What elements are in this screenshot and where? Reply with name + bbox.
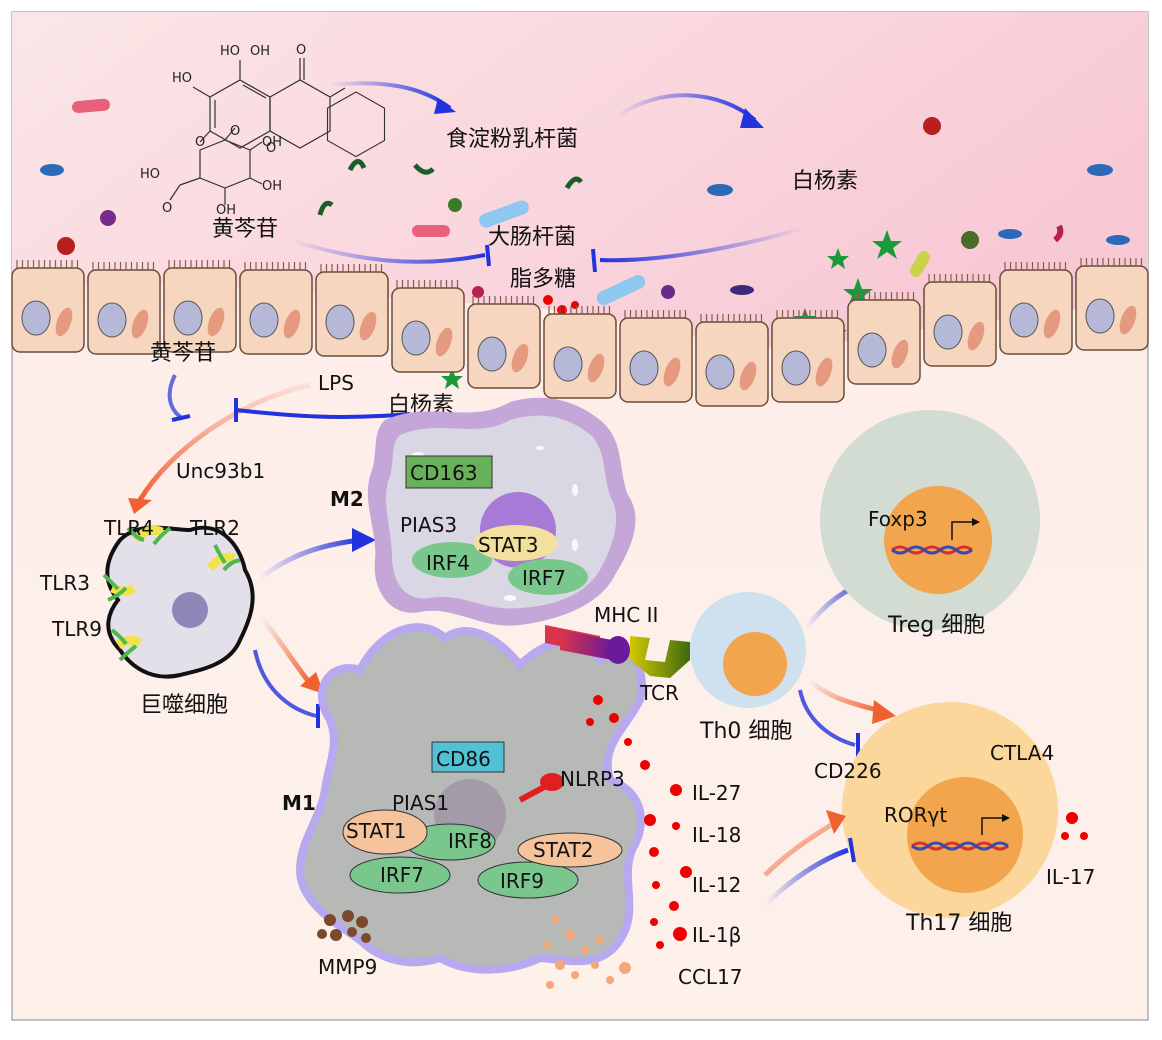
epithelial-cell — [467, 296, 541, 389]
epithelial-cell — [923, 274, 997, 367]
label-treg: Treg 细胞 — [887, 613, 985, 638]
epithelial-cell — [391, 280, 465, 373]
label-stat1: STAT1 — [346, 819, 406, 843]
cytokine-label: IL-12 — [692, 873, 741, 897]
label-ctla4: CTLA4 — [990, 741, 1054, 765]
chem-ringo: O — [266, 141, 276, 156]
epithelial-cell — [11, 260, 85, 353]
chem-ho2: HO — [172, 71, 192, 86]
label-pias3: PIAS3 — [400, 513, 457, 537]
label-ecoli: 大肠杆菌 — [488, 225, 576, 250]
label-irf9: IRF9 — [500, 869, 544, 893]
label-m1: M1 — [282, 791, 316, 815]
epithelial-cell — [771, 310, 845, 403]
chem-o: O — [296, 43, 306, 58]
label-stat2: STAT2 — [533, 838, 593, 862]
cytokine-label: CCL17 — [678, 965, 743, 989]
label-macrophage: 巨噬细胞 — [140, 693, 228, 718]
epithelial-cell — [847, 292, 921, 385]
mhc-tcr — [545, 625, 690, 678]
arrow-lactobacillus-to-chrysin — [613, 93, 757, 122]
label-lps: LPS — [318, 371, 354, 395]
label-rorgt: RORγt — [884, 803, 947, 827]
chem-oh-s1: OH — [262, 135, 282, 150]
epithelial-cell — [543, 306, 617, 399]
epithelial-cell — [695, 314, 769, 407]
m1-macrophage — [295, 623, 646, 989]
label-mmp9: MMP9 — [318, 955, 377, 979]
label-th17: Th17 细胞 — [905, 911, 1012, 936]
chem-ho-acid: HO — [140, 167, 160, 182]
chem-oh-s2: OH — [262, 179, 282, 194]
label-chrysin: 白杨素 — [792, 169, 858, 194]
label-lactobacillus: 食淀粉乳杆菌 — [446, 127, 578, 152]
label-irf7-m2: IRF7 — [522, 566, 566, 590]
label-cd163: CD163 — [410, 461, 478, 485]
label-lps-cn: 脂多糖 — [510, 267, 576, 292]
arrow-lps-to-macrophage — [137, 382, 311, 502]
label-baicalin-2: 黄芩苷 — [150, 341, 216, 366]
label-nlrp3: NLRP3 — [560, 767, 625, 791]
label-tlr3: TLR3 — [39, 571, 90, 595]
label-irf7-m1: IRF7 — [380, 863, 424, 887]
label-cd226: CD226 — [814, 759, 882, 783]
intestinal-epithelium — [11, 258, 1149, 407]
label-tcr: TCR — [639, 681, 679, 705]
chem-o-acid: O — [162, 201, 172, 216]
epithelial-cell — [239, 262, 313, 355]
label-unc93b1: Unc93b1 — [176, 459, 265, 483]
th0-cell — [690, 592, 806, 708]
macrophage — [102, 525, 255, 679]
epithelial-cell — [999, 262, 1073, 355]
cytokine-label: IL-1β — [692, 923, 741, 947]
label-m2: M2 — [330, 487, 364, 511]
epithelial-cell — [1075, 258, 1149, 351]
bacteria-decor — [40, 98, 1130, 306]
epithelial-cell — [315, 264, 389, 357]
epithelial-cell — [87, 262, 161, 355]
label-th0: Th0 细胞 — [699, 719, 792, 744]
label-pias1: PIAS1 — [392, 791, 449, 815]
baicalin-structure — [169, 58, 386, 205]
label-baicalin: 黄芩苷 — [212, 217, 278, 242]
label-tlr4: TLR4 — [103, 516, 154, 540]
cytokine-label: IL-18 — [692, 823, 741, 847]
label-tlr2: TLR2 — [189, 516, 240, 540]
label-il17: IL-17 — [1046, 865, 1095, 889]
epithelial-cell — [163, 260, 237, 353]
cytokine-dots — [586, 695, 692, 949]
chem-osugar: O — [230, 124, 240, 139]
chem-ho: HO — [220, 44, 240, 59]
label-irf8: IRF8 — [448, 829, 492, 853]
chem-oh: OH — [250, 44, 270, 59]
label-irf4: IRF4 — [426, 551, 470, 575]
label-cd86: CD86 — [436, 747, 491, 771]
label-tlr9: TLR9 — [51, 617, 102, 641]
cytokine-label: IL-27 — [692, 781, 741, 805]
label-mhc: MHC II — [594, 603, 658, 627]
chem-oh-s3: OH — [216, 203, 236, 218]
chem-olink: O — [195, 135, 205, 150]
th17-cell — [842, 702, 1088, 918]
epithelial-cell — [619, 310, 693, 403]
label-foxp3: Foxp3 — [868, 507, 928, 531]
treg-cell — [820, 410, 1040, 630]
label-stat3: STAT3 — [478, 533, 538, 557]
m2-macrophage — [367, 397, 636, 626]
